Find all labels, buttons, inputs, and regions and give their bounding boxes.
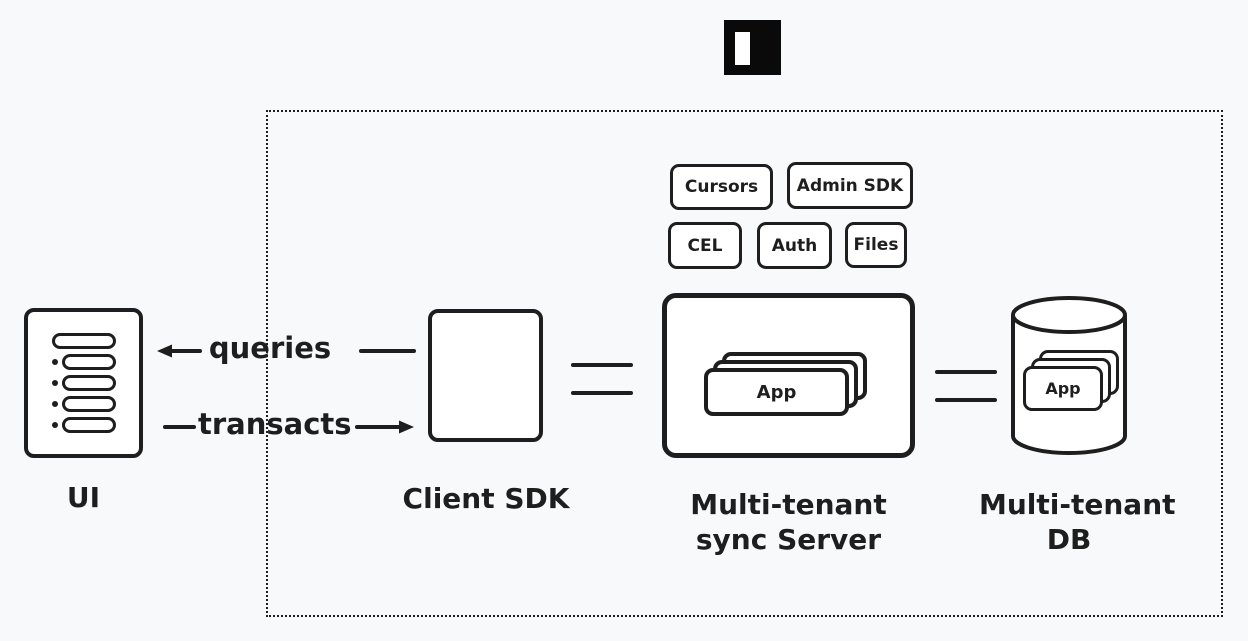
ui-list-bar bbox=[61, 396, 116, 412]
badge-files: Files bbox=[845, 222, 907, 268]
app-card-front: App bbox=[704, 368, 849, 416]
ui-list-row bbox=[51, 375, 116, 391]
ui-list-row bbox=[51, 354, 116, 370]
instant-logo-icon bbox=[724, 20, 781, 75]
server-boundary-box bbox=[266, 110, 1223, 617]
transacts-edge-label: transacts bbox=[198, 407, 352, 441]
ui-node bbox=[24, 308, 143, 458]
ui-list-icon bbox=[51, 333, 116, 433]
transacts-edge-line bbox=[163, 425, 196, 429]
bullet-dot bbox=[51, 359, 58, 365]
queries-edge-line bbox=[359, 349, 416, 353]
ui-list-bar bbox=[51, 333, 116, 349]
arrow-right-icon bbox=[355, 420, 414, 434]
badge-admin-sdk: Admin SDK bbox=[787, 162, 913, 209]
sync-server-label-line2: sync Server bbox=[695, 523, 882, 556]
sync-server-label-line1: Multi-tenant bbox=[690, 488, 887, 521]
ui-list-bar bbox=[61, 354, 116, 370]
db-app-card-front: App bbox=[1023, 366, 1103, 411]
db-node-label: Multi-tenant DB bbox=[979, 487, 1176, 557]
db-link-line bbox=[935, 398, 997, 402]
ui-list-bar bbox=[61, 417, 116, 433]
client-sdk-node-label: Client SDK bbox=[402, 482, 570, 515]
sync-server-node-label: Multi-tenant sync Server bbox=[652, 487, 925, 557]
badge-auth: Auth bbox=[757, 222, 832, 269]
ui-list-row bbox=[51, 417, 116, 433]
bullet-dot bbox=[51, 380, 58, 386]
client-sdk-node bbox=[428, 309, 543, 442]
badge-cursors: Cursors bbox=[670, 164, 773, 210]
ui-list-row bbox=[51, 333, 116, 349]
instant-logo-bar bbox=[735, 32, 750, 65]
ui-list-bar bbox=[61, 375, 116, 391]
db-label-line2: DB bbox=[1046, 523, 1092, 556]
bullet-dot bbox=[51, 422, 58, 428]
badge-cel: CEL bbox=[668, 222, 742, 269]
sync-link-line bbox=[571, 363, 633, 367]
db-link-line bbox=[935, 370, 997, 374]
bullet-dot bbox=[51, 401, 58, 407]
ui-list-row bbox=[51, 396, 116, 412]
ui-node-label: UI bbox=[66, 481, 101, 514]
sync-link-line bbox=[571, 391, 633, 395]
arrow-left-icon bbox=[157, 344, 202, 358]
db-label-line1: Multi-tenant bbox=[979, 488, 1176, 521]
queries-edge-label: queries bbox=[208, 331, 332, 365]
